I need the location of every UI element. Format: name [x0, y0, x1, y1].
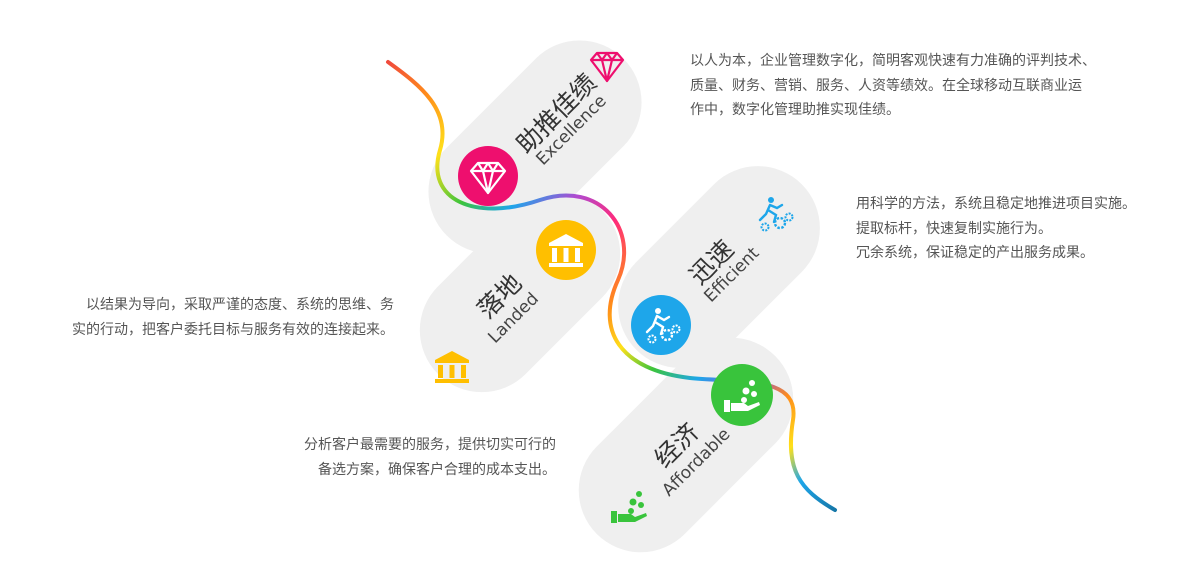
- running-gears-icon: [758, 197, 794, 232]
- hand-coins-icon: [611, 491, 647, 523]
- diamond-icon: [469, 161, 507, 195]
- card-landed: 落地 Landed: [435, 220, 596, 383]
- efficient-description-line: 用科学的方法，系统且稳定地推进项目实施。: [856, 196, 1136, 212]
- hand-coins-icon: [724, 380, 760, 412]
- affordable-description: 分析客户最需要的服务，提供切实可行的 备选方案，确保客户合理的成本支出。: [266, 433, 556, 482]
- diamond-icon: [589, 51, 625, 83]
- landed-description: 以结果为导向，采取严谨的态度、系统的思维、务 实的行动，把客户委托目标与服务有效…: [30, 293, 394, 342]
- efficient-description-line: 冗余系统，保证稳定的产出服务成果。: [856, 245, 1094, 261]
- excellence-description-line: 作中，数字化管理助推实现佳绩。: [690, 102, 900, 118]
- excellence-description: 以人为本，企业管理数字化，简明客观快速有力准确的评判技术、 质量、财务、营销、服…: [690, 49, 1096, 123]
- landed-description-line: 以结果为导向，采取严谨的态度、系统的思维、务: [86, 297, 394, 313]
- affordable-description-line: 分析客户最需要的服务，提供切实可行的: [304, 437, 556, 453]
- landed-description-line: 实的行动，把客户委托目标与服务有效的连接起来。: [72, 321, 394, 338]
- excellence-description-line: 以人为本，企业管理数字化，简明客观快速有力准确的评判技术、: [690, 53, 1096, 69]
- bank-building-icon: [435, 351, 469, 383]
- running-gears-icon: [645, 308, 681, 344]
- excellence-icon-circle: [458, 146, 518, 206]
- efficient-description-line: 提取标杆，快速复制实施行为。: [856, 220, 1052, 237]
- affordable-icon-circle: [711, 364, 773, 426]
- bank-building-icon: [549, 234, 583, 267]
- rainbow-wave-connector: [386, 60, 837, 512]
- affordable-description-line: 备选方案，确保客户合理的成本支出。: [318, 461, 556, 478]
- efficient-description: 用科学的方法，系统且稳定地推进项目实施。 提取标杆，快速复制实施行为。 冗余系统…: [856, 192, 1136, 266]
- excellence-description-line: 质量、财务、营销、服务、人资等绩效。在全球移动互联商业运: [690, 77, 1082, 94]
